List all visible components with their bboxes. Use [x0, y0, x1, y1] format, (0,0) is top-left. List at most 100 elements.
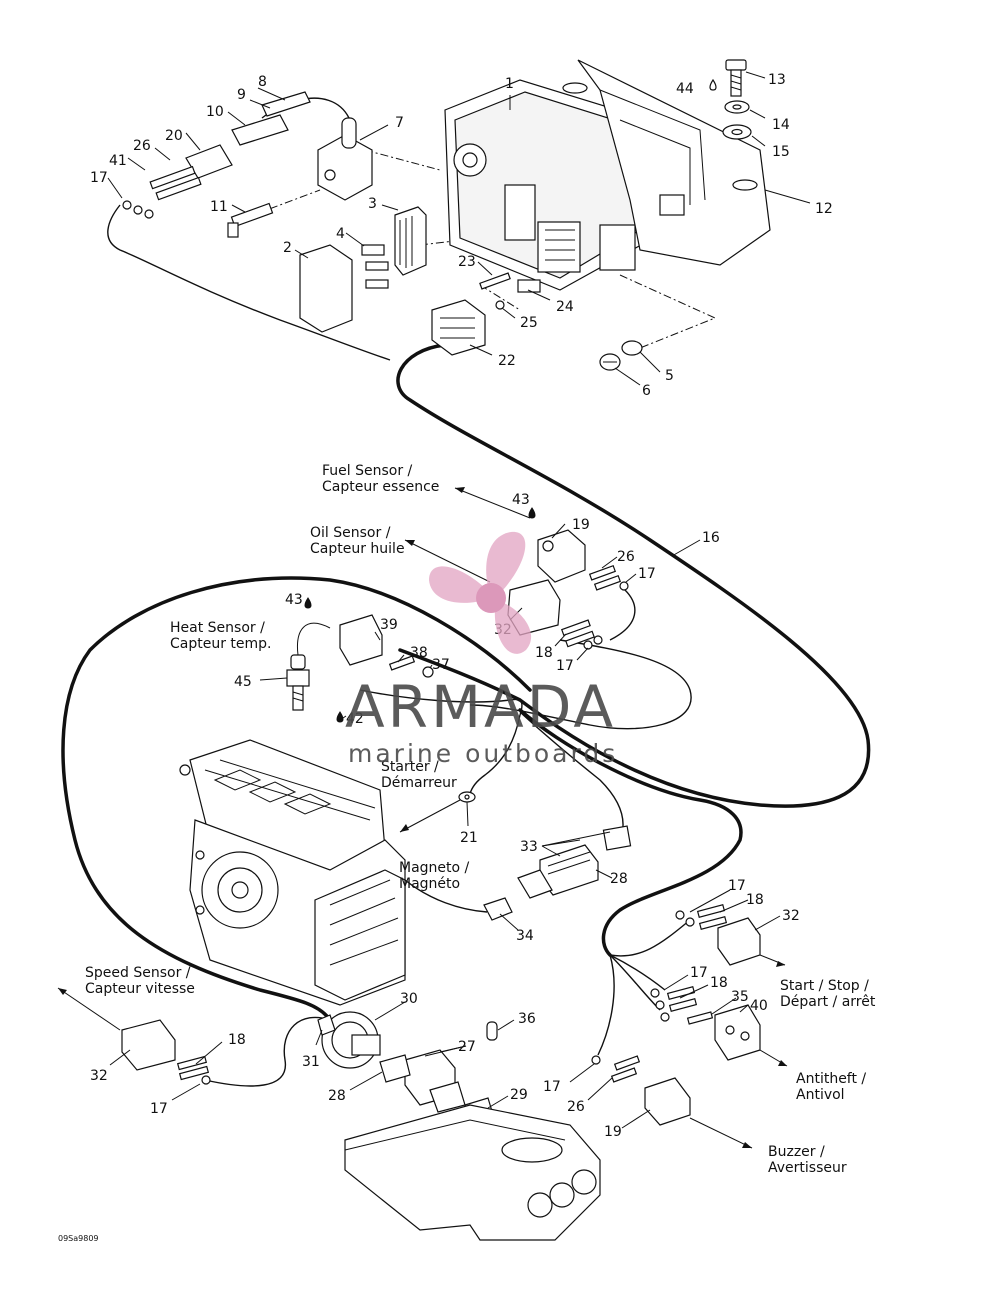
- callout-17-at: 17: [690, 965, 708, 981]
- callout-18-at: 18: [710, 975, 728, 991]
- start-stop-label-fr: Départ / arrêt: [780, 994, 876, 1010]
- harness-connector: [431, 272, 643, 371]
- magneto-label-en: Magneto /: [399, 860, 470, 876]
- callout-25: 25: [520, 315, 538, 331]
- callout-26: 26: [133, 138, 151, 154]
- callout-17-ss: 17: [728, 878, 746, 894]
- callout-17-fuel: 17: [638, 566, 656, 582]
- callout-27: 27: [458, 1039, 476, 1055]
- callout-40: 40: [750, 998, 768, 1014]
- buzzer-connector: [591, 1055, 691, 1126]
- ignition-coil: [261, 97, 373, 201]
- watermark: ARMADA marine outboards: [345, 531, 618, 768]
- start-stop-label-en: Start / Stop /: [780, 978, 869, 994]
- callout-41: 41: [109, 153, 127, 169]
- antitheft-label-fr: Antivol: [796, 1087, 845, 1103]
- fuel-sensor-label-fr: Capteur essence: [322, 479, 439, 495]
- callout-numbers: 1 8 9 10 7 20 26 41 17 11 3 4 2 23 24 25…: [90, 72, 833, 1140]
- callout-26-fuel: 26: [617, 549, 635, 565]
- callout-26-bz: 26: [567, 1099, 585, 1115]
- bolt-and-washers: [709, 59, 752, 140]
- fuel-sensor-connector: [528, 507, 629, 591]
- callout-8: 8: [258, 74, 267, 90]
- speed-sensor: [121, 1011, 381, 1085]
- callout-17-speed: 17: [150, 1101, 168, 1117]
- callout-20: 20: [165, 128, 183, 144]
- callout-43-fuel: 43: [512, 492, 530, 508]
- callout-17-bz: 17: [543, 1079, 561, 1095]
- hull-outline: [344, 1104, 601, 1241]
- starter-terminal: [458, 791, 476, 803]
- oil-sensor-label-en: Oil Sensor /: [310, 525, 391, 541]
- speed-sensor-label-en: Speed Sensor /: [85, 965, 191, 981]
- callout-32-ss: 32: [782, 908, 800, 924]
- callout-45: 45: [234, 674, 252, 690]
- callout-31: 31: [302, 1054, 320, 1070]
- callout-2: 2: [283, 240, 292, 256]
- direction-arrows: [57, 487, 788, 1149]
- magneto-connectors: [404, 825, 632, 921]
- callout-19-bz: 19: [604, 1124, 622, 1140]
- buzzer-label-en: Buzzer /: [768, 1144, 825, 1160]
- callout-13: 13: [768, 72, 786, 88]
- callout-4: 4: [336, 226, 345, 242]
- callout-15: 15: [772, 144, 790, 160]
- antitheft-label-en: Antitheft /: [796, 1071, 866, 1087]
- callout-28-mag: 28: [610, 871, 628, 887]
- callout-9: 9: [237, 87, 246, 103]
- callout-42: 42: [346, 711, 364, 727]
- callout-23: 23: [458, 254, 476, 270]
- callout-3: 3: [368, 196, 377, 212]
- heat-sensor-label-fr: Capteur temp.: [170, 636, 272, 652]
- callout-18-ss: 18: [746, 892, 764, 908]
- callout-16: 16: [702, 530, 720, 546]
- callout-33: 33: [520, 839, 538, 855]
- start-stop-connector: [675, 904, 761, 966]
- callout-37: 37: [432, 657, 450, 673]
- engine: [179, 739, 406, 1006]
- antitheft-connector: [650, 986, 761, 1061]
- heat-sensor-label-en: Heat Sensor /: [170, 620, 265, 636]
- watermark-tagline: marine outboards: [348, 739, 618, 768]
- callout-21: 21: [460, 830, 478, 846]
- callout-28-low: 28: [328, 1088, 346, 1104]
- callout-10: 10: [206, 104, 224, 120]
- lower-connectors: [379, 1021, 498, 1126]
- callout-5: 5: [665, 368, 674, 384]
- callout-14: 14: [772, 117, 790, 133]
- mounting-bracket: [562, 59, 771, 266]
- callout-6: 6: [642, 383, 651, 399]
- callout-18-speed: 18: [228, 1032, 246, 1048]
- component-labels: Fuel Sensor / Capteur essence Oil Sensor…: [85, 463, 876, 1176]
- callout-24: 24: [556, 299, 574, 315]
- watermark-brand: ARMADA: [345, 673, 616, 741]
- loctite-drop-icon: [709, 78, 717, 91]
- callout-11: 11: [210, 199, 228, 215]
- magneto-label-fr: Magnéto: [399, 876, 460, 892]
- ecu-module: [444, 79, 651, 291]
- callout-19: 19: [572, 517, 590, 533]
- callout-38: 38: [410, 645, 428, 661]
- buzzer-label-fr: Avertisseur: [768, 1160, 847, 1176]
- callout-7: 7: [395, 115, 404, 131]
- callout-32-speed: 32: [90, 1068, 108, 1084]
- callout-44: 44: [676, 81, 694, 97]
- callout-17: 17: [90, 170, 108, 186]
- callout-34: 34: [516, 928, 534, 944]
- callout-17-oil: 17: [556, 658, 574, 674]
- callout-39: 39: [380, 617, 398, 633]
- callout-22: 22: [498, 353, 516, 369]
- callout-12: 12: [815, 201, 833, 217]
- callout-36: 36: [518, 1011, 536, 1027]
- starter-label-fr: Démarreur: [381, 775, 457, 791]
- sealant-drop-icon: [528, 507, 536, 519]
- callout-pointers: [107, 71, 811, 1129]
- starter-label-en: Starter /: [381, 759, 439, 775]
- callout-29: 29: [510, 1087, 528, 1103]
- small-connectors: [122, 91, 311, 238]
- callout-1: 1: [505, 76, 514, 92]
- fuel-sensor-label-en: Fuel Sensor /: [322, 463, 413, 479]
- main-harness: [61, 204, 871, 1087]
- callout-43-heat: 43: [285, 592, 303, 608]
